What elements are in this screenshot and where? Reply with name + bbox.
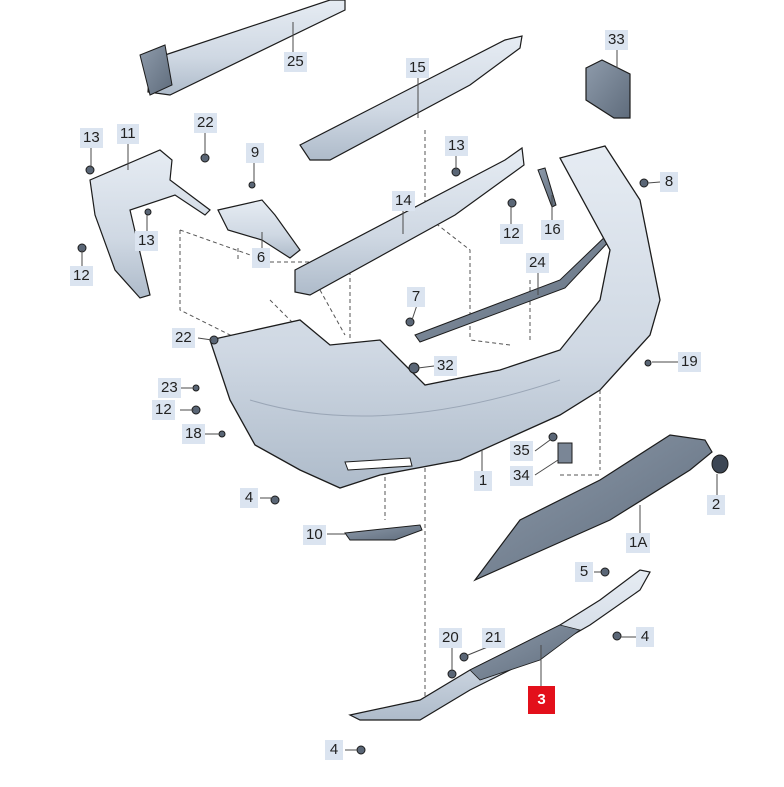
callout-11[interactable]: 11	[117, 124, 139, 144]
callout-34[interactable]: 34	[510, 466, 533, 486]
fasteners	[77, 153, 652, 755]
callout-21[interactable]: 21	[482, 628, 505, 648]
part-33-foam-block[interactable]	[585, 59, 631, 119]
callout-22-left[interactable]: 22	[172, 328, 195, 348]
part-10-reflector[interactable]	[344, 524, 423, 541]
part-16-trim-strip[interactable]	[537, 167, 557, 208]
callout-20[interactable]: 20	[439, 628, 462, 648]
callout-19[interactable]: 19	[678, 352, 701, 372]
callout-3-highlighted[interactable]: 3	[528, 686, 555, 714]
callout-8[interactable]: 8	[660, 172, 678, 192]
part-6-small-bracket[interactable]	[217, 199, 301, 259]
part-14-long-bracket[interactable]	[294, 146, 525, 296]
part-25-reinforcement-bar[interactable]	[139, 0, 346, 96]
callout-12-left[interactable]: 12	[70, 266, 93, 286]
callout-10[interactable]: 10	[303, 525, 326, 545]
callout-2[interactable]: 2	[707, 495, 725, 515]
callout-16[interactable]: 16	[541, 220, 564, 240]
part-2-cap[interactable]	[711, 454, 729, 474]
callout-14[interactable]: 14	[392, 191, 415, 211]
callout-15[interactable]: 15	[406, 58, 429, 78]
leader-lines	[81, 22, 718, 751]
callout-7[interactable]: 7	[407, 287, 425, 307]
callout-1A[interactable]: 1A	[626, 533, 651, 553]
callout-24[interactable]: 24	[526, 253, 549, 273]
callout-13-left[interactable]: 13	[135, 231, 158, 251]
callout-4-bottom[interactable]: 4	[325, 740, 343, 760]
callout-18[interactable]: 18	[182, 424, 205, 444]
callout-1[interactable]: 1	[474, 471, 492, 491]
callout-6[interactable]: 6	[252, 248, 270, 268]
part-1-bumper-cover[interactable]	[209, 145, 661, 489]
callout-35[interactable]: 35	[510, 441, 533, 461]
callout-22-top[interactable]: 22	[194, 113, 217, 133]
part-3-diffuser[interactable]	[348, 569, 651, 721]
callout-4-middle[interactable]: 4	[240, 488, 258, 508]
callout-25[interactable]: 25	[284, 52, 307, 72]
callout-12-bumper[interactable]: 12	[152, 400, 175, 420]
callout-12-center[interactable]: 12	[500, 224, 523, 244]
callout-9[interactable]: 9	[246, 143, 264, 163]
callout-32[interactable]: 32	[434, 356, 457, 376]
callout-13-top-left[interactable]: 13	[80, 128, 103, 148]
part-11-side-bracket[interactable]	[89, 149, 211, 299]
callout-4-right[interactable]: 4	[636, 627, 654, 647]
callout-23[interactable]: 23	[158, 378, 181, 398]
part-1A-lower-panel[interactable]	[473, 434, 713, 582]
part-15-upper-bracket[interactable]	[299, 35, 523, 161]
callout-5[interactable]: 5	[575, 562, 593, 582]
callout-13-center[interactable]: 13	[445, 136, 468, 156]
callout-33[interactable]: 33	[605, 30, 628, 50]
